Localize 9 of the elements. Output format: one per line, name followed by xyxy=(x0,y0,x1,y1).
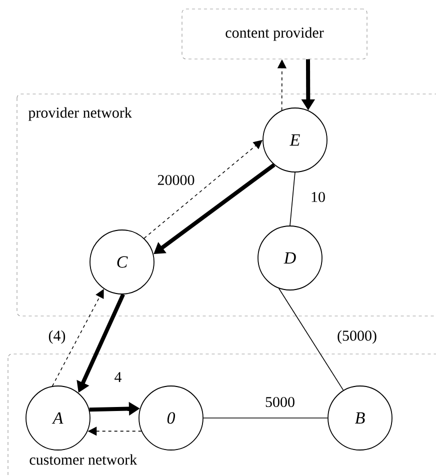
edge-label: 20000 xyxy=(158,174,194,186)
edge-label: 5000 xyxy=(266,396,294,408)
region-label: customer network xyxy=(30,454,138,465)
edge-label: (4) xyxy=(48,330,66,344)
provider-box: content provider xyxy=(182,8,368,60)
edge-label: 4 xyxy=(114,372,122,382)
edge-label: 10 xyxy=(312,192,325,202)
edge-label: (5000) xyxy=(338,330,376,344)
region-label: provider network xyxy=(28,107,132,121)
